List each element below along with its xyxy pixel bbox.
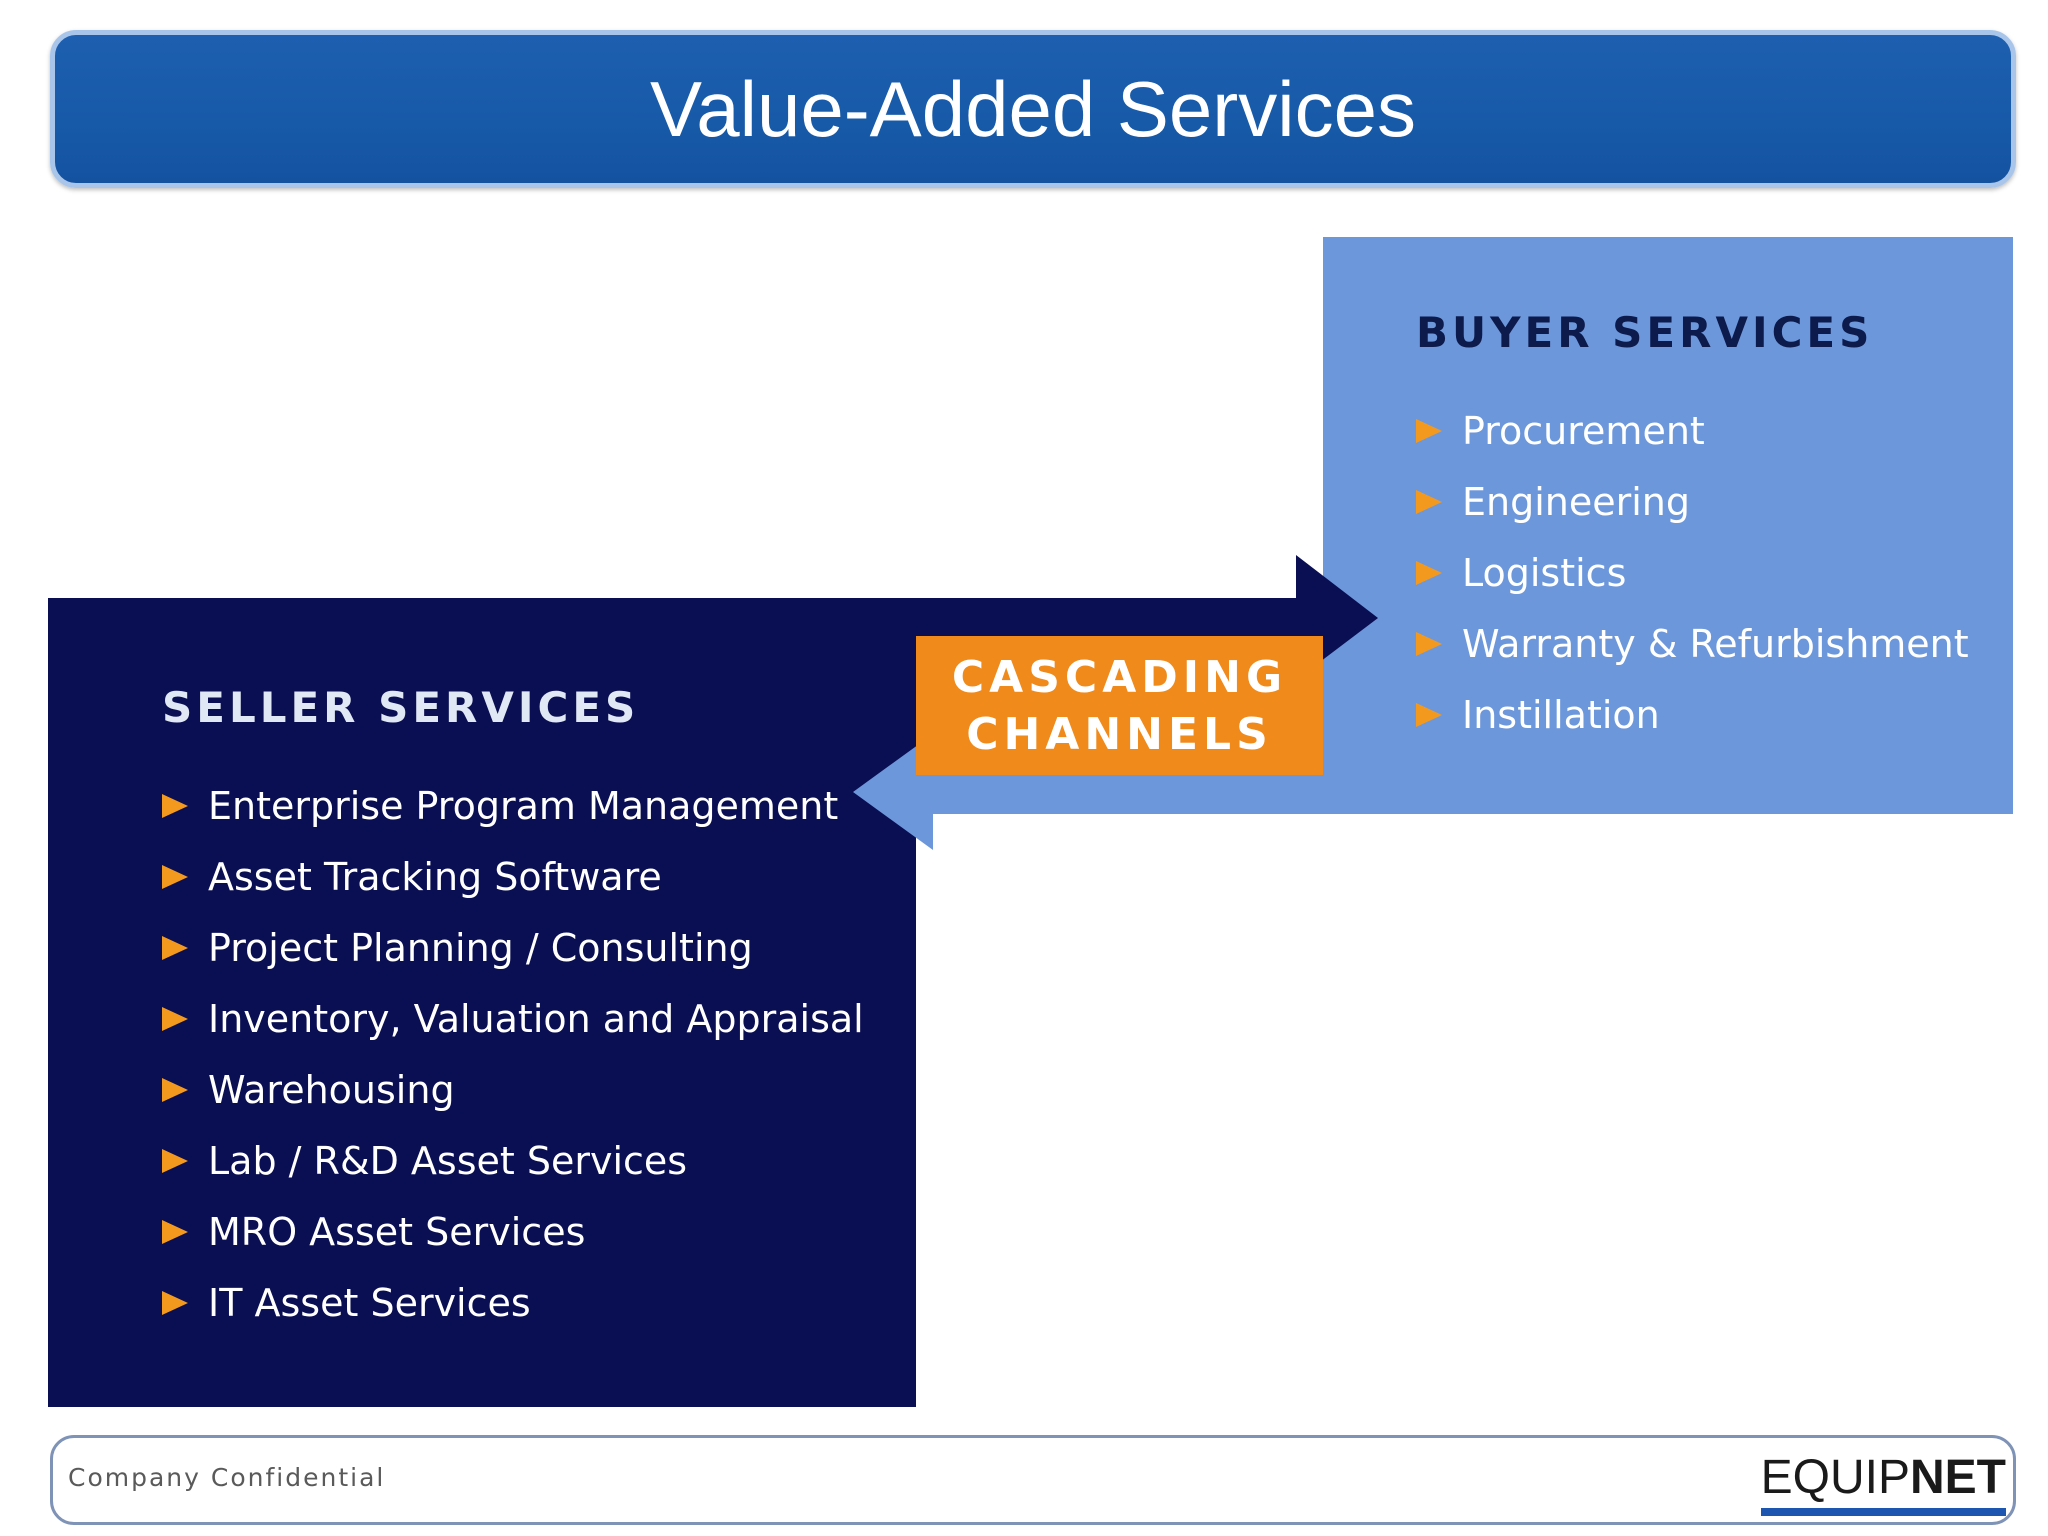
list-item: Warehousing	[162, 1054, 864, 1125]
arrow-to-seller-icon	[853, 734, 1323, 850]
bullet-arrow-icon	[162, 1219, 188, 1244]
bullet-arrow-icon	[162, 1006, 188, 1031]
list-item: Logistics	[1416, 537, 1969, 608]
list-item: Lab / R&D Asset Services	[162, 1125, 864, 1196]
bullet-arrow-icon	[1416, 418, 1442, 443]
seller-item-label: Inventory, Valuation and Appraisal	[208, 996, 864, 1041]
logo-underline	[1760, 1508, 2006, 1516]
buyer-item-label: Logistics	[1462, 550, 1627, 595]
buyer-item-label: Engineering	[1462, 479, 1690, 524]
slide-title: Value-Added Services	[650, 64, 1416, 153]
logo-text-light: EQUIP	[1760, 1451, 1910, 1504]
logo-text-bold: NET	[1910, 1451, 2006, 1504]
seller-item-label: Enterprise Program Management	[208, 783, 839, 828]
bullet-arrow-icon	[162, 1077, 188, 1102]
list-item: Enterprise Program Management	[162, 770, 864, 841]
list-item: Instillation	[1416, 679, 1969, 750]
list-item: Inventory, Valuation and Appraisal	[162, 983, 864, 1054]
logo-text: EQUIPNET	[1761, 1450, 2006, 1506]
seller-services-heading: SELLER SERVICES	[162, 683, 640, 732]
buyer-item-label: Procurement	[1462, 408, 1705, 453]
bullet-arrow-icon	[162, 793, 188, 818]
bullet-arrow-icon	[162, 864, 188, 889]
cascading-channels-box: CASCADING CHANNELS	[916, 636, 1323, 775]
bullet-arrow-icon	[162, 1148, 188, 1173]
seller-item-label: IT Asset Services	[208, 1280, 531, 1325]
bullet-arrow-icon	[1416, 702, 1442, 727]
bullet-arrow-icon	[1416, 560, 1442, 585]
seller-item-label: Project Planning / Consulting	[208, 925, 753, 970]
list-item: Asset Tracking Software	[162, 841, 864, 912]
buyer-item-label: Instillation	[1462, 692, 1660, 737]
seller-services-panel	[48, 598, 916, 1407]
seller-services-list: Enterprise Program Management Asset Trac…	[162, 770, 864, 1338]
list-item: Procurement	[1416, 395, 1969, 466]
list-item: Project Planning / Consulting	[162, 912, 864, 983]
equipnet-logo: EQUIPNET	[1760, 1450, 2006, 1522]
bullet-arrow-icon	[162, 1290, 188, 1315]
seller-item-label: Warehousing	[208, 1067, 455, 1112]
bullet-arrow-icon	[162, 935, 188, 960]
seller-item-label: Lab / R&D Asset Services	[208, 1138, 688, 1183]
seller-item-label: MRO Asset Services	[208, 1209, 586, 1254]
bullet-arrow-icon	[1416, 631, 1442, 656]
buyer-services-heading: BUYER SERVICES	[1416, 308, 1874, 357]
footer-bar	[50, 1435, 2016, 1525]
list-item: Warranty & Refurbishment	[1416, 608, 1969, 679]
buyer-item-label: Warranty & Refurbishment	[1462, 621, 1969, 666]
list-item: IT Asset Services	[162, 1267, 864, 1338]
list-item: MRO Asset Services	[162, 1196, 864, 1267]
title-bar: Value-Added Services	[50, 30, 2016, 188]
bullet-arrow-icon	[1416, 489, 1442, 514]
list-item: Engineering	[1416, 466, 1969, 537]
cascade-line-1: CASCADING	[951, 651, 1288, 703]
confidential-label: Company Confidential	[68, 1463, 386, 1492]
seller-item-label: Asset Tracking Software	[208, 854, 662, 899]
cascade-line-2: CHANNELS	[966, 708, 1273, 760]
buyer-services-list: Procurement Engineering Logistics Warran…	[1416, 395, 1969, 750]
